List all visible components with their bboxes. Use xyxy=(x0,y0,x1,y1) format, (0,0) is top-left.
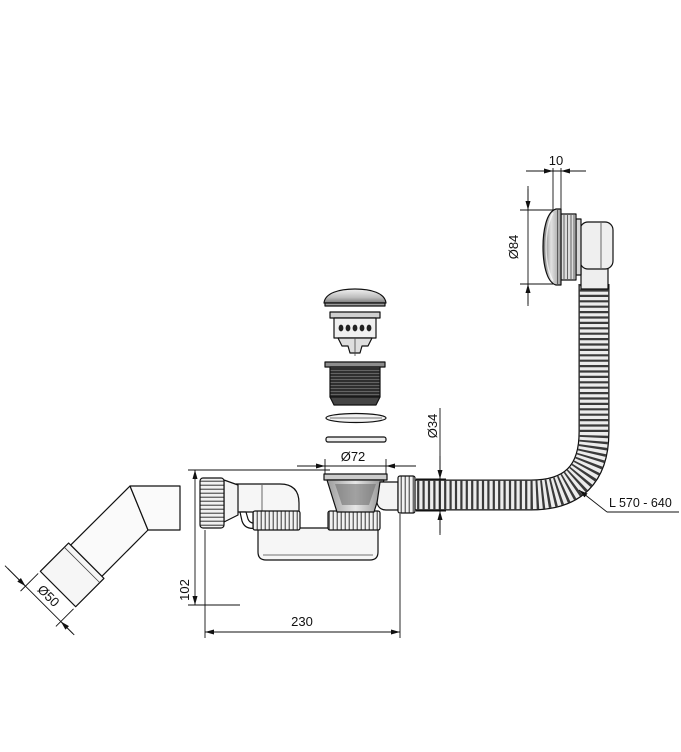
plug-diameter-label: Ø72 xyxy=(341,449,366,464)
lower-gasket xyxy=(325,436,387,443)
trap-bottom-bowl xyxy=(257,527,379,561)
overall-width-label: 230 xyxy=(291,614,313,629)
angled-pipe-socket-seam xyxy=(64,546,101,583)
strainer-hole xyxy=(345,324,351,332)
dimension-overall-width: 230 xyxy=(204,514,401,638)
strainer-hole xyxy=(359,324,365,332)
overall-height-label: 102 xyxy=(177,579,192,601)
overflow-cap-highlight xyxy=(545,212,554,282)
trap-nut-right xyxy=(327,510,381,531)
dimension-overall-height: 102 xyxy=(177,469,330,606)
plug-assembly-exploded xyxy=(323,288,387,443)
trap-body xyxy=(199,473,416,561)
waste-bowl-inner xyxy=(335,484,376,505)
overflow-diameter-label: Ø84 xyxy=(506,235,521,260)
dimension-hose-length: L 570 - 640 xyxy=(578,489,679,513)
dimension-plug-diameter: Ø72 xyxy=(297,449,416,474)
angled-pipe-socket xyxy=(39,542,105,608)
threaded-body xyxy=(329,366,381,398)
hose-connector xyxy=(376,481,399,511)
dimension-hose-diameter: Ø34 xyxy=(416,408,446,535)
inlet-nut xyxy=(199,477,225,529)
hose-diameter-label: Ø34 xyxy=(425,414,440,439)
strainer-rim xyxy=(329,311,381,319)
outlet-diameter-extension xyxy=(20,573,39,592)
trap-u-pipe xyxy=(235,483,300,513)
flexible-hose xyxy=(413,284,610,511)
hose-length-label: L 570 - 640 xyxy=(609,496,672,510)
dimension-overflow-depth: 10 xyxy=(526,153,586,213)
plug-cap xyxy=(323,288,387,304)
dimension-overflow-diameter: Ø84 xyxy=(506,186,554,306)
outlet-diameter-arrow xyxy=(7,568,26,587)
overflow-head xyxy=(542,208,614,290)
overflow-body xyxy=(579,221,614,270)
overflow-flange xyxy=(575,218,582,276)
overflow-depth-label: 10 xyxy=(549,153,563,168)
inlet-collar xyxy=(223,479,239,523)
angled-outlet-pipe: Ø50 xyxy=(4,485,181,636)
strainer-hole xyxy=(338,324,344,332)
hose-length-leader xyxy=(578,489,608,513)
angled-pipe-elbow xyxy=(129,485,181,531)
threaded-body-flange xyxy=(324,361,386,368)
outlet-diameter-arrow xyxy=(60,621,74,634)
waste-flange xyxy=(323,473,388,481)
hose-nut xyxy=(397,475,416,514)
strainer-hole xyxy=(352,324,358,332)
outlet-diameter-extension xyxy=(55,608,74,627)
trap-nut-left xyxy=(252,510,301,531)
strainer-hole xyxy=(366,324,372,332)
plug-cap-rim xyxy=(324,302,386,307)
threaded-body-taper xyxy=(329,396,381,406)
hose-corrugation xyxy=(413,284,609,510)
